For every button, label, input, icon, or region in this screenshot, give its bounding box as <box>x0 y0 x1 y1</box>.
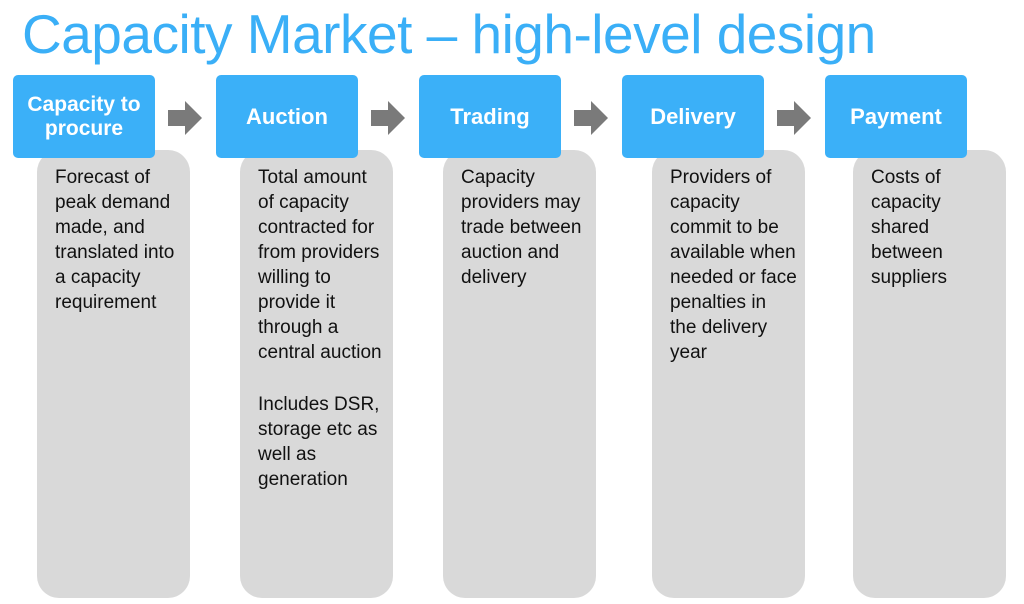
step-description-card: Providers of capacity commit to be avail… <box>652 150 805 598</box>
step-description: Total amount of capacity contracted for … <box>258 165 385 519</box>
step-description: Costs of capacity shared between supplie… <box>871 165 998 317</box>
step-description-text: Providers of capacity commit to be avail… <box>670 167 797 363</box>
step-description-text: Total amount of capacity contracted for … <box>258 167 382 363</box>
step-header: Capacity to procure <box>13 75 155 158</box>
arrow-right-icon <box>777 101 811 135</box>
arrow-right-icon <box>168 101 202 135</box>
step-description-card: Costs of capacity shared between supplie… <box>853 150 1006 598</box>
step-description-text: Costs of capacity shared between supplie… <box>871 167 948 288</box>
step-description-card: Total amount of capacity contracted for … <box>240 150 393 598</box>
arrow-right-icon <box>371 101 405 135</box>
step-header: Trading <box>419 75 561 158</box>
step-description-text: Includes DSR, storage etc as well as gen… <box>258 394 380 490</box>
step-description-text: Forecast of peak demand made, and transl… <box>55 167 175 313</box>
step-description: Forecast of peak demand made, and transl… <box>55 165 182 342</box>
step-description: Providers of capacity commit to be avail… <box>670 165 797 392</box>
arrow-right-icon <box>574 101 608 135</box>
step-description-text: Capacity providers may trade between auc… <box>461 167 582 288</box>
step-description-card: Forecast of peak demand made, and transl… <box>37 150 190 598</box>
step-header: Delivery <box>622 75 764 158</box>
page-title: Capacity Market – high-level design <box>22 3 876 65</box>
step-description: Capacity providers may trade between auc… <box>461 165 588 317</box>
step-description-card: Capacity providers may trade between auc… <box>443 150 596 598</box>
step-header: Payment <box>825 75 967 158</box>
step-header: Auction <box>216 75 358 158</box>
